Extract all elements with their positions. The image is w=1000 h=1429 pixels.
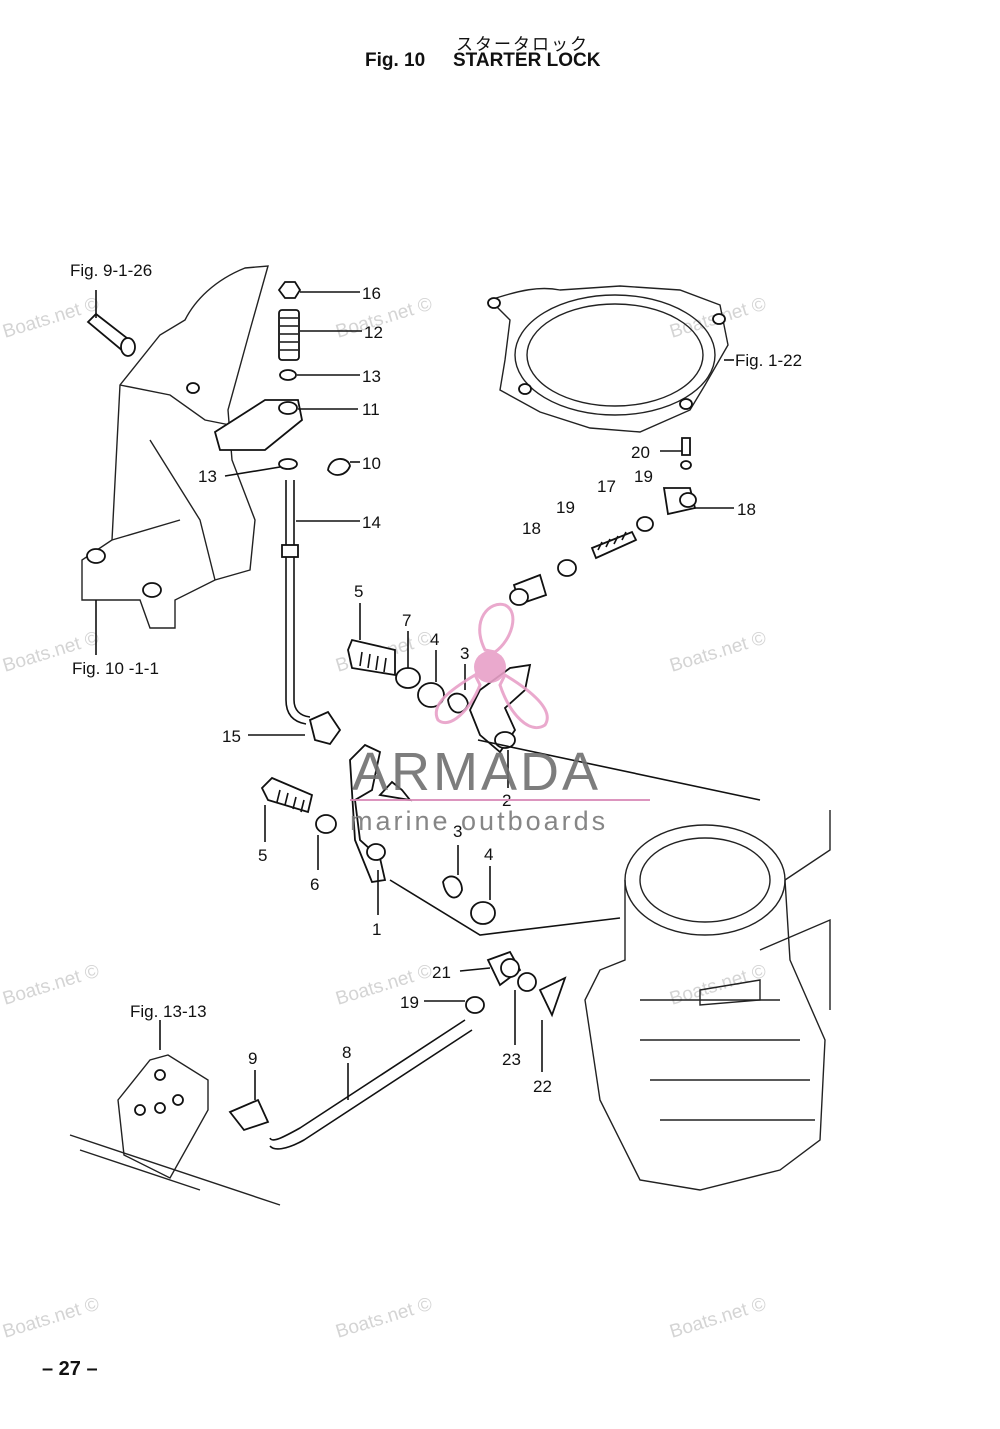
armada-logo: ARMADA marine outboards [350,602,650,836]
callout-12: 12 [364,323,383,342]
figure-number: Fig. 10 [365,50,426,71]
callout-19: 19 [634,467,653,486]
lower-link [424,950,567,1018]
callout-19: 19 [400,993,419,1012]
watermark-text: Boats.net © [667,628,768,677]
callout-1: 1 [372,920,381,939]
callout-17: 17 [597,477,616,496]
long-rod [69,1019,473,1206]
callout-21: 21 [432,963,451,982]
watermark-text: Boats.net © [333,961,434,1010]
watermark-text: Boats.net © [0,961,101,1010]
watermark-text: Boats.net © [0,1294,101,1343]
callout-7: 7 [402,611,411,630]
logo-blade [434,672,482,724]
callout-13: 13 [198,467,217,486]
ref-fig-1-22: Fig. 1-22 [735,351,802,370]
callout-3: 3 [453,822,462,841]
figure-title: Fig. 10 STARTER LOCK [365,50,600,72]
callout-4: 4 [484,845,493,864]
watermark-text: Boats.net © [0,294,101,343]
ref-fig-10-1-1: Fig. 10 -1-1 [72,659,159,678]
callout-23: 23 [502,1050,521,1069]
left-bracket [81,265,269,655]
upper-link-rod [509,437,734,606]
callout-22: 22 [533,1077,552,1096]
brand-tagline: marine outboards [350,806,608,836]
logo-blade [498,672,549,729]
callout-20: 20 [631,443,650,462]
callout-4: 4 [430,630,439,649]
callout-3: 3 [460,644,469,663]
watermark-text: Boats.net © [667,961,768,1010]
watermark-text: Boats.net © [333,1294,434,1343]
callout-19: 19 [556,498,575,517]
brand-name: ARMADA [352,742,601,802]
figure-name: STARTER LOCK [453,50,601,71]
callout-8: 8 [342,1043,351,1062]
leader-lines [254,603,543,1100]
callout-11: 11 [362,400,380,419]
logo-hub [474,651,506,683]
callout-10: 10 [362,454,381,473]
callout-6: 6 [310,875,319,894]
lever-assembly [347,638,761,801]
engine-block [584,810,831,1191]
ref-fig-9-1-26: Fig. 9-1-26 [70,261,152,280]
callout-16: 16 [362,284,381,303]
starter-cover [487,285,734,433]
lever-1-assembly [248,710,621,936]
watermark-text: Boats.net © [667,1294,768,1343]
logo-blade [478,602,515,654]
lock-lever-group [213,281,362,725]
callout-5: 5 [354,582,363,601]
watermark-text: Boats.net © [333,294,434,343]
callout-13: 13 [362,367,381,386]
ref-fig-13-13: Fig. 13-13 [130,1002,207,1021]
callout-14: 14 [362,513,381,532]
callout-9: 9 [248,1049,257,1068]
callout-18: 18 [737,500,756,519]
page-number: – 27 – [42,1358,98,1380]
title-japanese: スタータロック [456,35,589,54]
callout-5: 5 [258,846,267,865]
callout-18: 18 [522,519,541,538]
callout-15: 15 [222,727,241,746]
